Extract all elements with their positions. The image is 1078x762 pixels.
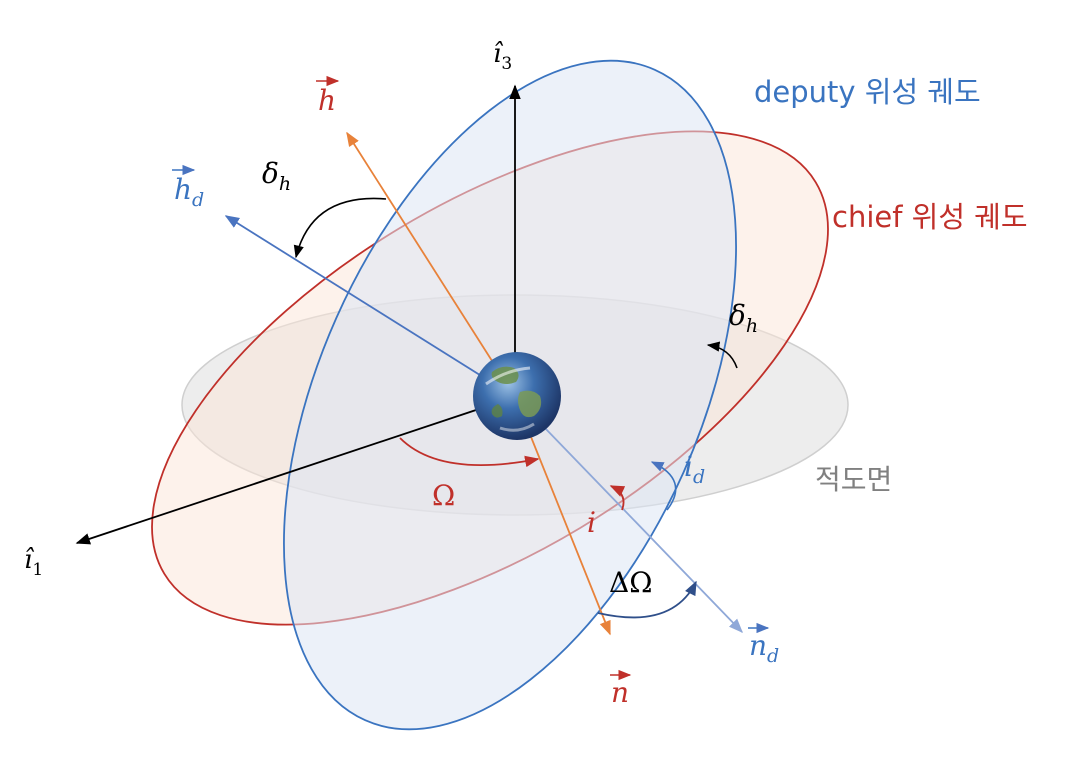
label-inc: i	[587, 506, 596, 539]
label-deputy-orbit: deputy 위성 궤도	[754, 75, 981, 109]
inc-d-arc	[650, 461, 677, 511]
svg-text:n: n	[611, 676, 629, 709]
svg-text:nd: nd	[749, 629, 779, 667]
inc-arc	[609, 485, 626, 511]
label-inc-d: id	[684, 450, 705, 488]
delta-h-arc-right	[706, 341, 738, 369]
delta-omega-arc	[597, 580, 697, 619]
h-vector	[346, 131, 516, 398]
label-n: n	[610, 669, 632, 709]
label-i1: î1	[24, 545, 43, 580]
label-n-d: nd	[748, 622, 779, 667]
label-h: h	[316, 75, 340, 117]
delta-h-arc-top	[293, 197, 387, 259]
axis-i1	[75, 396, 516, 545]
label-delta-h-top: δh	[262, 157, 291, 195]
label-delta-h-right: δh	[729, 299, 758, 337]
svg-text:hd: hd	[174, 173, 204, 211]
label-chief-orbit: chief 위성 궤도	[832, 200, 1028, 234]
label-delta-omega: ΔΩ	[609, 566, 652, 599]
earth-globe-icon	[473, 352, 561, 440]
label-h-d: hd	[172, 164, 204, 211]
svg-text:h: h	[318, 84, 336, 117]
h-d-vector	[224, 215, 516, 398]
label-i3: î3	[493, 39, 512, 74]
omega-arc	[399, 437, 540, 468]
n-d-vector	[514, 396, 744, 634]
label-omega: Ω	[432, 479, 455, 512]
label-equator-plane: 적도면	[815, 463, 892, 496]
